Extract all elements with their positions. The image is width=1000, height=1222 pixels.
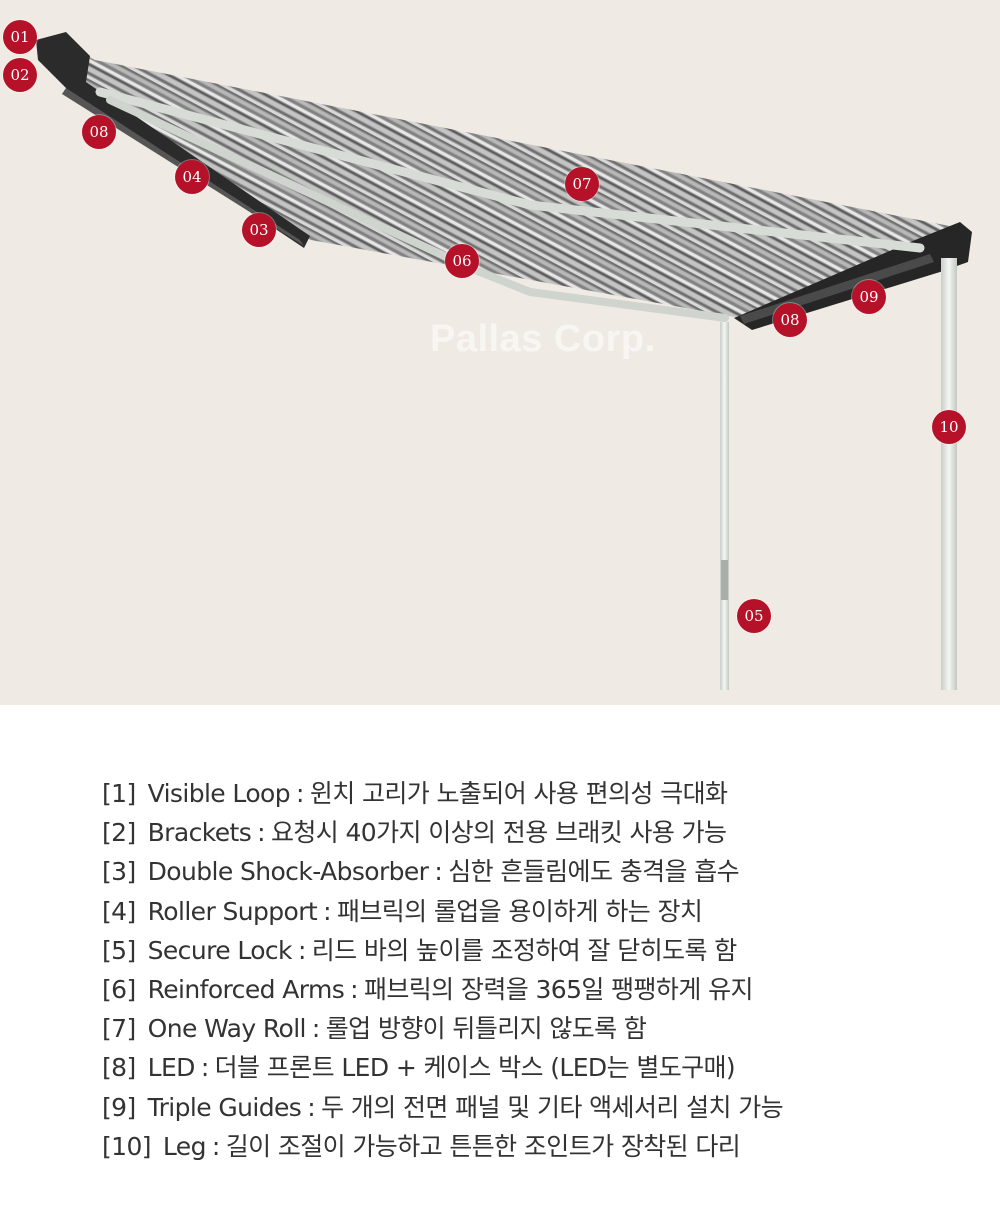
callout-badge-06: 06	[445, 244, 479, 278]
feature-name: Brackets	[147, 818, 252, 848]
feature-index: [4]	[102, 896, 136, 926]
feature-separator: :	[311, 1014, 320, 1044]
feature-name: Roller Support	[147, 896, 318, 926]
feature-name: LED	[147, 1053, 196, 1083]
callout-badge-03: 03	[242, 213, 276, 247]
feature-item: [1] Visible Loop:윈치 고리가 노출되어 사용 편의성 극대화	[102, 774, 962, 813]
feature-separator: :	[200, 1053, 209, 1083]
feature-index: [1]	[102, 779, 136, 808]
feature-item: [4] Roller Support:패브릭의 롤업을 용이하게 하는 장치	[102, 892, 962, 931]
feature-name: Visible Loop	[147, 779, 291, 808]
feature-index: [7]	[102, 1014, 136, 1044]
feature-index: [8]	[102, 1053, 136, 1083]
callout-badge-04: 04	[175, 160, 209, 194]
feature-description: 심한 흔들림에도 충격을 흡수	[448, 857, 740, 887]
callout-badge-05: 05	[737, 599, 771, 633]
callout-badge-10: 10	[932, 410, 966, 444]
feature-index: [5]	[102, 935, 136, 965]
feature-description: 패브릭의 장력을 365일 팽팽하게 유지	[363, 974, 754, 1004]
feature-description: 두 개의 전면 패널 및 기타 액세서리 설치 가능	[321, 1092, 784, 1122]
feature-separator: :	[323, 896, 331, 926]
awning-fabric	[60, 42, 960, 318]
feature-item: [3] Double Shock-Absorber:심한 흔들림에도 충격을 흡수	[102, 852, 962, 891]
callout-badge-07: 07	[565, 167, 599, 201]
feature-description: 롤업 방향이 뒤틀리지 않도록 함	[325, 1014, 647, 1044]
feature-description: 리드 바의 높이를 조정하여 잘 닫히도록 함	[311, 935, 737, 965]
callout-badge-08-left: 08	[82, 115, 116, 149]
feature-index: [2]	[102, 818, 136, 848]
feature-index: [3]	[102, 857, 136, 887]
feature-item: [7] One Way Roll:롤업 방향이 뒤틀리지 않도록 함	[102, 1009, 962, 1048]
feature-separator: :	[350, 974, 358, 1004]
feature-name: Secure Lock	[147, 935, 293, 965]
top-arm	[95, 87, 925, 253]
callout-badge-08-right: 08	[773, 303, 807, 337]
feature-separator: :	[434, 857, 443, 887]
left-cassette	[36, 32, 310, 248]
feature-item: [8] LED:더블 프론트 LED + 케이스 박스 (LED는 별도구매)	[102, 1048, 962, 1087]
feature-description: 더블 프론트 LED + 케이스 박스 (LED는 별도구매)	[214, 1053, 736, 1083]
feature-item: [10] Leg:길이 조절이 가능하고 튼튼한 조인트가 장착된 다리	[102, 1127, 962, 1166]
feature-index: [9]	[102, 1092, 136, 1122]
callout-badge-09: 09	[852, 280, 886, 314]
feature-index: [10]	[102, 1131, 152, 1161]
feature-description: 요청시 40가지 이상의 전용 브래킷 사용 가능	[270, 818, 727, 848]
feature-name: Leg	[162, 1131, 207, 1161]
feature-separator: :	[296, 779, 304, 808]
callout-badge-02: 02	[3, 58, 37, 92]
feature-description: 길이 조절이 가능하고 튼튼한 조인트가 장착된 다리	[225, 1131, 741, 1161]
feature-list: [1]Visible Loop:윈치 고리가 노출되어 사용 편의성 극대화 […	[102, 774, 962, 1166]
callout-badge-01: 01	[3, 20, 37, 54]
product-image: Pallas Corp. 01 02 08 04 03 06 07 08 09 …	[0, 0, 1000, 705]
feature-item: [5] Secure Lock:리드 바의 높이를 조정하여 잘 닫히도록 함	[102, 931, 962, 970]
feature-item: [9] Triple Guides:두 개의 전면 패널 및 기타 액세서리 설치…	[102, 1088, 962, 1127]
feature-index: [6]	[102, 974, 136, 1004]
feature-name: One Way Roll	[147, 1014, 307, 1044]
feature-description: 패브릭의 롤업을 용이하게 하는 장치	[336, 896, 703, 926]
feature-name: Reinforced Arms	[147, 974, 345, 1004]
feature-separator: :	[297, 935, 306, 965]
feature-description: 윈치 고리가 노출되어 사용 편의성 극대화	[309, 779, 728, 808]
feature-separator: :	[257, 818, 265, 848]
feature-item: [6] Reinforced Arms:패브릭의 장력을 365일 팽팽하게 유지	[102, 970, 962, 1009]
feature-separator: :	[211, 1131, 220, 1161]
feature-separator: :	[307, 1092, 316, 1122]
front-leg	[720, 322, 729, 690]
lower-arm	[106, 96, 729, 322]
rear-leg	[941, 258, 957, 690]
watermark: Pallas Corp.	[430, 318, 656, 360]
feature-name: Double Shock-Absorber	[147, 857, 429, 887]
feature-item: [2] Brackets:요청시 40가지 이상의 전용 브래킷 사용 가능	[102, 813, 962, 852]
feature-name: Triple Guides	[147, 1092, 302, 1122]
